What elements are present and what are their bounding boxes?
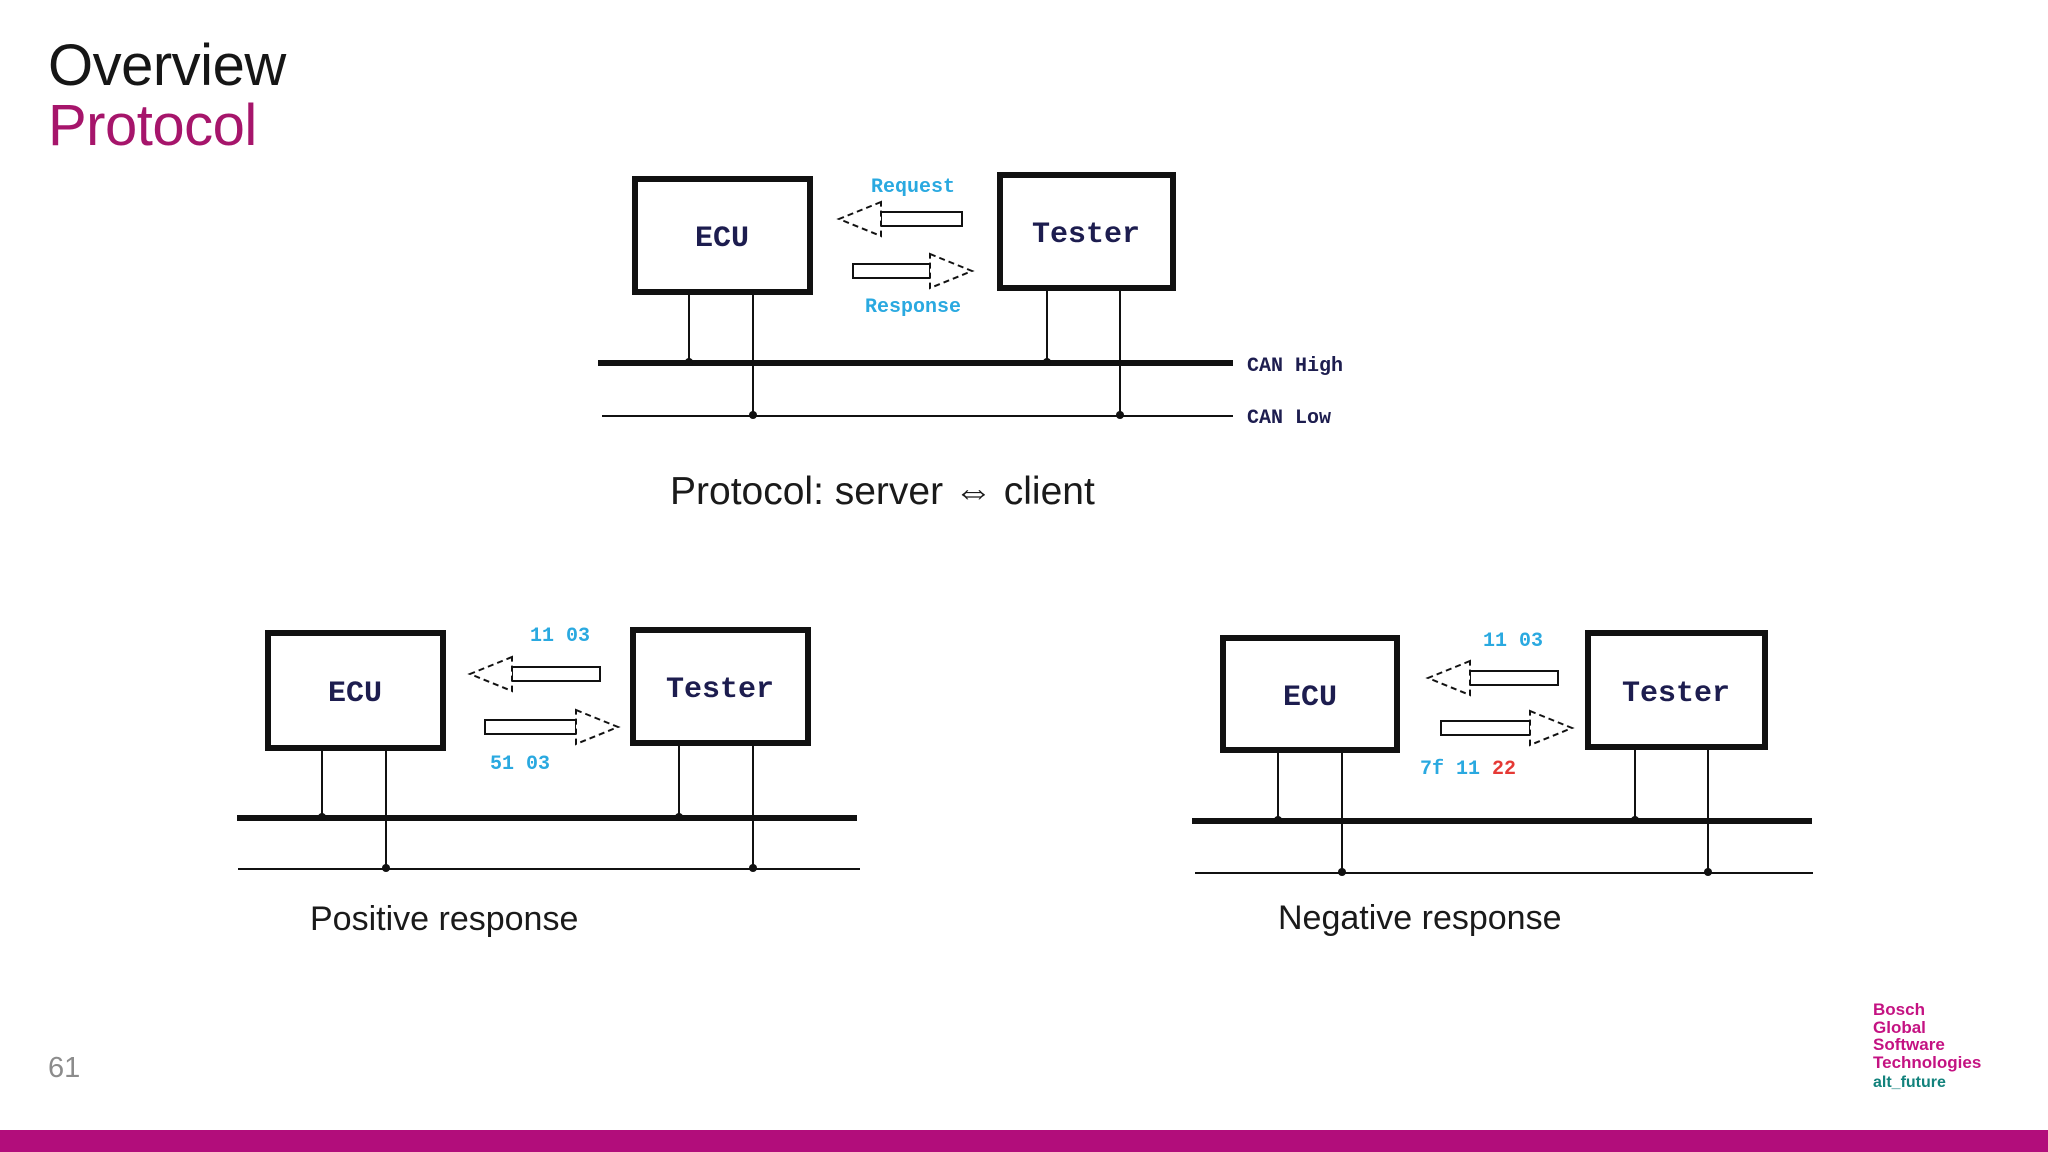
slide-title: Overview [48,33,286,98]
positive-response-diagram: ECU Tester 11 03 51 03 [237,625,860,872]
negative-response-prefix: 7f 11 [1420,758,1480,781]
response-arrow-head [575,708,621,746]
top-diagram: ECU Tester Request Response CAN High CAN… [598,172,1343,430]
bus-junction-dot [749,411,757,419]
response-bytes-label: 51 03 [490,753,550,776]
request-label: Request [871,176,955,199]
bus-junction-dot [1274,816,1282,824]
protocol-statement: Protocol: server ⇔ client [670,470,1095,513]
logo-tagline: alt_future [1873,1074,1946,1091]
slide-subtitle: Protocol [48,93,257,158]
negative-response-nrc: 22 [1492,758,1516,781]
footer-accent-bar [0,1130,2048,1152]
bus-junction-dot [382,864,390,872]
request-bytes-label: 11 03 [530,625,590,648]
page-number: 61 [48,1052,81,1084]
response-bytes-label: 7f 11 22 [1420,758,1516,781]
ecu-box [1220,635,1400,753]
request-arrow-tail [511,666,601,682]
negative-response-caption: Negative response [1278,899,1562,937]
tester-box [1585,630,1768,750]
response-arrow-tail [484,719,577,735]
request-arrow-head [1425,659,1471,697]
response-arrow-head [929,252,975,290]
request-arrow-head [836,200,882,238]
tester-label: Tester [666,673,774,707]
ecu-box [265,630,446,751]
logo-line: Bosch [1873,1000,1925,1019]
ecu-label: ECU [1283,681,1337,715]
bus-junction-dot [685,358,693,366]
request-arrow-tail [880,211,963,227]
logo-line: Technologies [1873,1052,1982,1072]
negative-response-diagram: ECU Tester 11 03 7f 11 22 [1192,630,1813,876]
bosch-logo: Bosch Global Software Technologies alt_f… [1873,1001,1981,1092]
response-label: Response [865,296,961,319]
request-arrow-tail [1469,670,1559,686]
tester-box [997,172,1176,291]
response-arrow-head [1529,709,1575,747]
ecu-label: ECU [328,677,382,711]
bus-junction-dot [749,864,757,872]
request-arrow-head [467,655,513,693]
response-arrow-tail [1440,720,1531,736]
bus-junction-dot [675,813,683,821]
tester-label: Tester [1032,218,1140,252]
positive-response-caption: Positive response [310,900,579,938]
bus-junction-dot [1043,358,1051,366]
logo-line: Software [1873,1035,1945,1054]
bus-junction-dot [318,813,326,821]
bus-junction-dot [1631,816,1639,824]
tester-box [630,627,811,746]
ecu-box [632,176,813,295]
ecu-label: ECU [695,222,749,256]
bus-junction-dot [1704,868,1712,876]
tester-label: Tester [1622,677,1730,711]
slide-title-block: Overview Protocol [48,36,286,156]
can-low-label: CAN Low [1247,407,1331,430]
request-bytes-label: 11 03 [1483,630,1543,653]
bus-junction-dot [1116,411,1124,419]
response-arrow-tail [852,263,931,279]
can-high-label: CAN High [1247,355,1343,378]
logo-line: Global [1873,1017,1926,1037]
bus-junction-dot [1338,868,1346,876]
